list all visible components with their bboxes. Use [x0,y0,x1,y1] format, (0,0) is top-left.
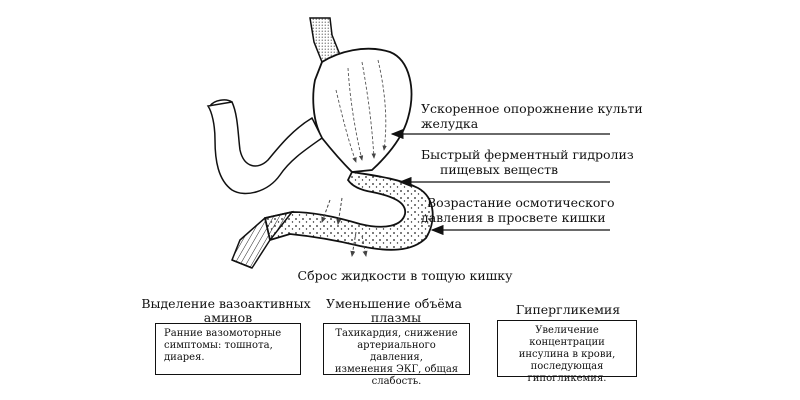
heading-hyperglycemia: Гипергликемия [516,302,620,317]
flow-lines [335,59,387,163]
stomach-stump [312,47,413,173]
annotation-osmotic: Возрастание осмотического давления в про… [421,195,618,225]
box-vasomotor-symptoms: Ранние вазомоторные симптомы: тошнота, д… [155,323,301,375]
jejunum-loop [263,171,434,251]
afferent-loop [206,101,323,195]
annotation-fluid: Сброс жидкости в тощую кишку [298,268,514,283]
jejunum-end-hatch [231,210,294,269]
box-insulin-symptoms: Увеличение концентрации инсулина в крови… [497,320,637,384]
annotation-hydrolysis: Быстрый ферментный гидролиз пищевых веще… [421,147,638,177]
annotation-emptying: Ускоренное опорожнение культи желудка [421,101,647,131]
box-plasma-symptoms: Тахикардия, снижение артериального давле… [323,323,470,387]
heading-plasma: Уменьшение объёма плазмы [326,296,466,325]
fluid-arrows [321,197,368,257]
heading-vasoactive: Выделение вазоактивных аминов [141,296,314,325]
